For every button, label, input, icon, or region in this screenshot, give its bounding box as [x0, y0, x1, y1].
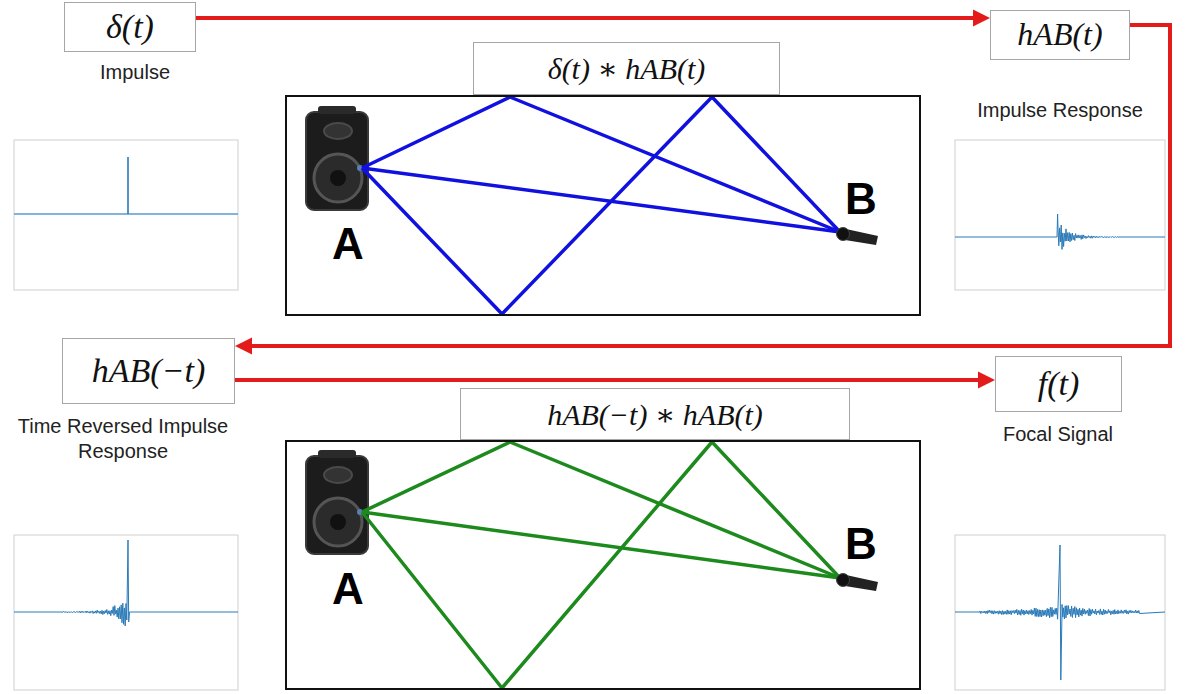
arrow-line	[235, 378, 980, 382]
formula-box: hAB(t)	[990, 10, 1130, 60]
flow-arrow	[235, 372, 995, 389]
plot-caption: Focal Signal	[973, 422, 1143, 447]
plot-caption: Impulse Response	[950, 98, 1170, 123]
plot-caption: Time Reversed Impulse Response	[8, 414, 238, 464]
flow-arrow	[196, 10, 990, 27]
plot-frame	[14, 535, 238, 690]
room-box: AB	[285, 95, 921, 316]
microphone-icon	[837, 574, 879, 592]
speaker-icon	[306, 106, 368, 210]
impulse-spike	[127, 157, 129, 214]
formula-text: hAB(−t) ∗ hAB(t)	[547, 398, 763, 431]
focal-signal-trace	[955, 545, 1165, 680]
formula-box: hAB(−t) ∗ hAB(t)	[460, 388, 850, 440]
plot-baseline	[14, 213, 238, 215]
speaker-icon	[306, 450, 368, 554]
reversed-response-trace	[14, 540, 238, 626]
arrow-head	[973, 10, 990, 27]
formula-box: f(t)	[995, 356, 1122, 412]
microphone-icon	[837, 228, 879, 246]
formula-box: δ(t)	[64, 2, 196, 52]
plot-frame	[955, 535, 1165, 690]
formula-text: δ(t) ∗ hAB(t)	[548, 52, 706, 85]
formula-box: hAB(−t)	[62, 338, 235, 404]
position-letter: B	[845, 522, 877, 566]
arrow-head	[978, 372, 995, 389]
flow-arrow	[235, 25, 1170, 355]
sound-rays	[362, 97, 840, 314]
arrow-line	[196, 16, 975, 20]
position-letter: B	[845, 177, 877, 221]
position-letter: A	[332, 222, 364, 266]
room-box: AB	[285, 440, 921, 690]
impulse-response-trace	[955, 214, 1165, 249]
plot-caption: Impulse	[55, 60, 215, 85]
formula-text: hAB(t)	[1017, 17, 1102, 52]
position-letter: A	[332, 567, 364, 611]
formula-text: f(t)	[1038, 365, 1080, 402]
formula-text: δ(t)	[106, 8, 154, 45]
arrow-line	[250, 25, 1170, 346]
sound-rays	[362, 442, 840, 688]
formula-text: hAB(−t)	[92, 352, 206, 389]
formula-box: δ(t) ∗ hAB(t)	[473, 42, 780, 95]
plot-frame	[955, 140, 1165, 290]
arrow-head	[235, 338, 252, 355]
plot-frame	[14, 140, 238, 290]
